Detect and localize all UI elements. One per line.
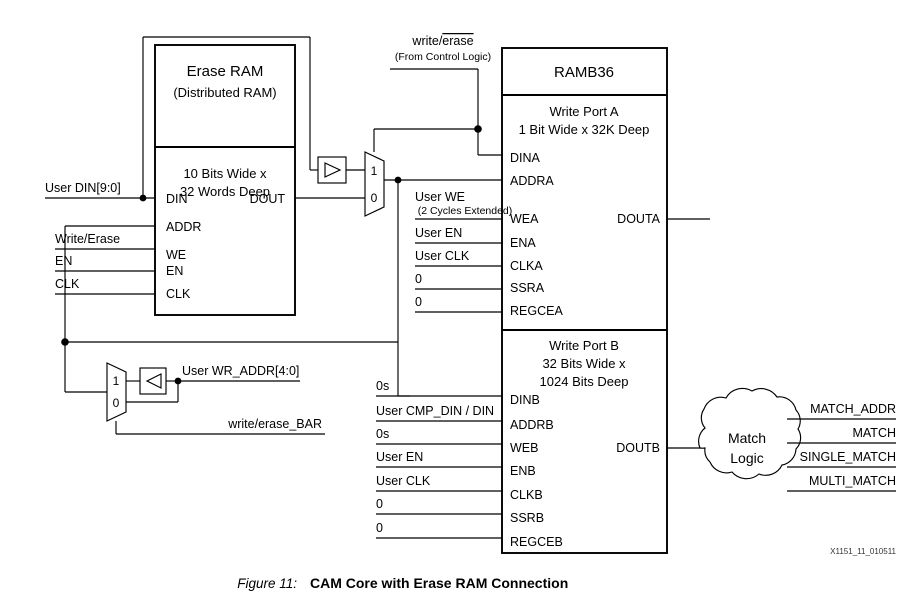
left-input-signals: User DIN[9:0] Write/Erase EN CLK [45,36,318,342]
mux-top-input-0-label: 0 [371,191,378,205]
erase-ram-subtitle: (Distributed RAM) [173,85,276,100]
signal-user-we-note: (2 Cycles Extended) [418,205,513,217]
ramb36-pin-addrb: ADDRB [510,418,554,432]
write-erase-overline: erase [442,34,473,48]
port-b-size-line2: 1024 Bits Deep [540,374,629,389]
ramb36-pin-doutb: DOUTB [616,441,660,455]
top-mux-group: 1 0 [295,128,502,397]
ramb36-pin-dinb: DINB [510,393,540,407]
erase-ram-pin-we: WE [166,248,186,262]
ramb36-pin-douta: DOUTA [617,212,660,226]
signal-clk-left-label: CLK [55,277,80,291]
ramb36-pin-clka: CLKA [510,259,543,273]
signal-user-wr-addr-label: User WR_ADDR[4:0] [182,364,299,378]
match-logic-cloud: Match Logic [667,387,802,480]
erase-ram-title: Erase RAM [187,63,264,80]
erase-ram-pin-din: DIN [166,192,188,206]
ramb36-pin-web: WEB [510,441,538,455]
signal-write-erase-left-label: Write/Erase [55,232,120,246]
signal-web-0s-label: 0s [376,427,389,441]
signal-user-en-a-label: User EN [415,226,462,240]
ramb36-pin-regcea: REGCEA [510,304,563,318]
ramb36-pin-regceb: REGCEB [510,535,563,549]
signal-match-addr-label: MATCH_ADDR [810,402,896,416]
signal-ssrb-zero-label: 0 [376,497,383,511]
signal-ssra-zero-label: 0 [415,272,422,286]
signal-user-clk-b-label: User CLK [376,474,431,488]
buffer-triangle-top [324,162,342,178]
buffer-triangle-bottom [145,373,162,389]
signal-regceb-zero-label: 0 [376,521,383,535]
document-id: X1151_11_010511 [830,547,896,556]
ramb36-pin-wea: WEA [510,212,539,226]
signal-user-en-b-label: User EN [376,450,423,464]
erase-ram-pin-addr: ADDR [166,220,201,234]
erase-ram-size-line1: 10 Bits Wide x [183,166,267,181]
match-logic-line2: Logic [730,450,763,466]
figure-title: CAM Core with Erase RAM Connection [310,575,568,591]
mux-top [364,151,385,217]
port-b-size-line1: 32 Bits Wide x [542,356,626,371]
signal-user-we-label: User WE [415,190,465,204]
mux-bottom-input-1-label: 1 [113,374,120,388]
figure-label: Figure 11: [237,576,297,591]
signal-dinb-0s-label: 0s [376,379,389,393]
port-b-name: Write Port B [549,338,619,353]
erase-ram-pin-dout: DOUT [250,192,286,206]
signal-user-cmp-din-label: User CMP_DIN / DIN [376,404,494,418]
signal-write-erase-ctrl-label: write/erase [411,34,473,48]
mux-bottom-input-0-label: 0 [113,396,120,410]
ramb36-title: RAMB36 [554,64,614,81]
signal-multi-match-label: MULTI_MATCH [809,474,896,488]
signal-write-erase-bar-label: write/erase_BAR [227,417,322,431]
match-logic-line1: Match [728,430,766,446]
write-erase-control-signal: write/erase (From Control Logic) [390,34,502,156]
match-output-signals: MATCH_ADDR MATCH SINGLE_MATCH MULTI_MATC… [787,402,896,492]
ramb36-block: RAMB36 Write Port A 1 Bit Wide x 32K Dee… [501,47,668,554]
bottom-mux-group: 1 0 User WR_ADDR[4:0] write/erase_BAR [61,338,398,435]
signal-user-din-label: User DIN[9:0] [45,181,121,195]
ramb36-pin-clkb: CLKB [510,488,543,502]
port-a-name: Write Port A [549,104,618,119]
signal-user-clk-a-label: User CLK [415,249,470,263]
ramb36-pin-ena: ENA [510,236,536,250]
port-b-input-signals: 0s User CMP_DIN / DIN 0s User EN User CL… [376,379,502,539]
port-a-size: 1 Bit Wide x 32K Deep [519,122,650,137]
ramb36-pin-ssra: SSRA [510,281,545,295]
junction-write-erase [474,125,482,133]
mux-bottom [106,362,127,422]
ramb36-pin-ssrb: SSRB [510,511,544,525]
ramb36-pin-addra: ADDRA [510,174,554,188]
ramb36-pin-dina: DINA [510,151,541,165]
erase-ram-pin-clk: CLK [166,287,191,301]
ramb36-pin-enb: ENB [510,464,536,478]
signal-en-left-label: EN [55,254,72,268]
signal-write-erase-ctrl-note: (From Control Logic) [395,51,491,63]
port-a-input-signals: User WE (2 Cycles Extended) User EN User… [415,190,513,313]
erase-ram-size-line2: 32 Words Deep [180,184,270,199]
signal-match-label: MATCH [852,426,896,440]
erase-ram-block: Erase RAM (Distributed RAM) 10 Bits Wide… [154,44,296,316]
write-erase-prefix: write/ [411,34,442,48]
erase-ram-pin-en: EN [166,264,183,278]
mux-top-input-1-label: 1 [371,164,378,178]
signal-regcea-zero-label: 0 [415,295,422,309]
signal-single-match-label: SINGLE_MATCH [800,450,896,464]
